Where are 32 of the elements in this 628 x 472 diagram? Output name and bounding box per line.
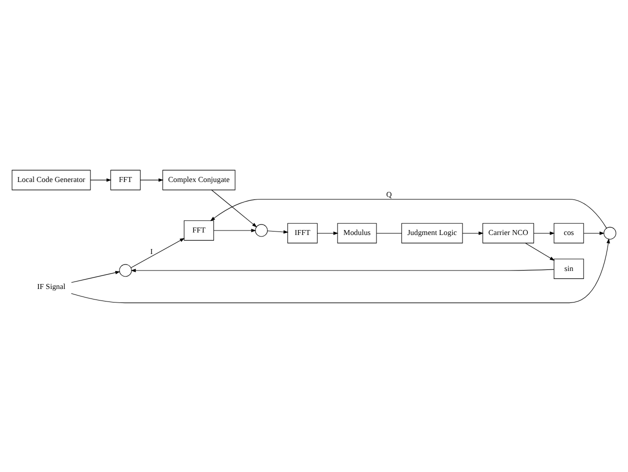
arrow xyxy=(210,198,607,228)
node-box: Judgment Logic xyxy=(401,222,463,243)
edge-label: I xyxy=(150,246,153,256)
arrow xyxy=(130,268,554,272)
arrow xyxy=(534,230,555,234)
arrow xyxy=(90,178,112,182)
arrow xyxy=(525,242,555,260)
node-box: FFT xyxy=(184,220,214,240)
node-box: Complex Conjugate xyxy=(162,169,236,190)
arrow xyxy=(267,230,288,234)
node-text: IF Signal xyxy=(37,281,66,290)
node-box: Carrier NCO xyxy=(482,222,534,243)
arrow xyxy=(70,238,610,303)
node-circle xyxy=(255,224,268,236)
node-box: IFFT xyxy=(287,222,318,243)
arrow xyxy=(214,228,256,232)
node-box: Modulus xyxy=(337,222,377,243)
arrow xyxy=(317,230,338,234)
arrow xyxy=(211,189,258,227)
arrow xyxy=(71,270,120,282)
node-circle xyxy=(604,226,616,240)
node-box: cos xyxy=(554,222,584,243)
arrow xyxy=(462,230,484,234)
node-box: FFT xyxy=(110,169,141,190)
arrow xyxy=(130,237,185,268)
node-box: sin xyxy=(554,258,584,278)
arrow xyxy=(584,230,605,234)
arrow xyxy=(140,178,164,182)
edge-label: Q xyxy=(386,190,392,199)
node-circle xyxy=(119,264,132,276)
connector xyxy=(376,232,402,233)
node-box: Local Code Generator xyxy=(12,169,91,190)
